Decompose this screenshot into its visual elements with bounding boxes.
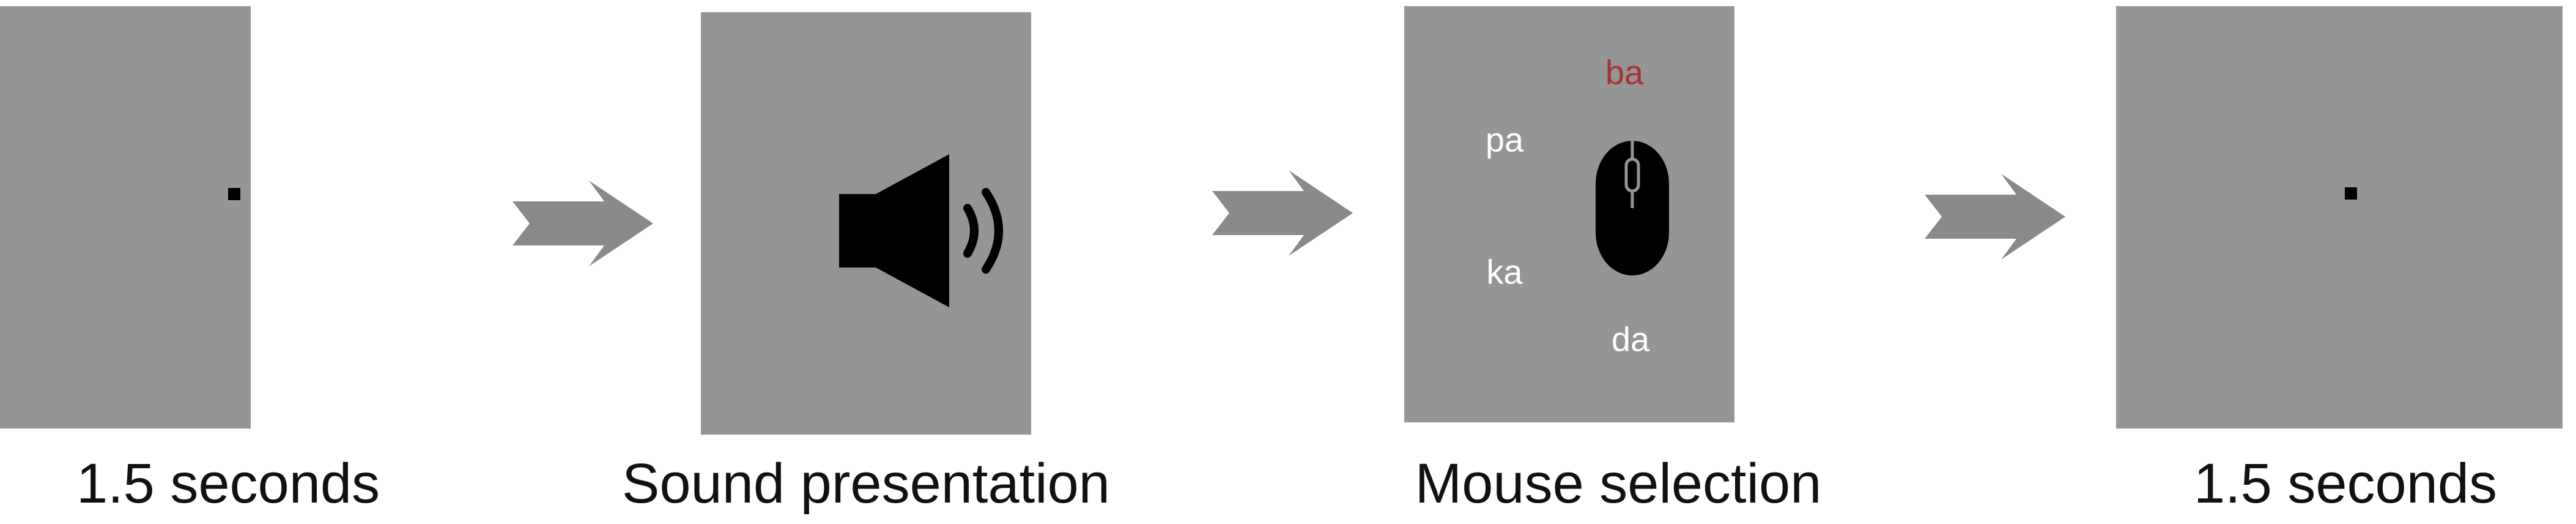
syllable-ka[interactable]: ka [1486, 252, 1523, 291]
speaker-icon [839, 154, 1003, 307]
arrow-right-icon [1925, 174, 2065, 260]
syllable-da[interactable]: da [1611, 320, 1650, 359]
step-caption-1: 1.5 seconds [76, 452, 380, 515]
syllable-pa[interactable]: pa [1485, 120, 1524, 159]
syllable-ba[interactable]: ba [1605, 53, 1644, 92]
fixation-dot [228, 188, 240, 200]
fixation-dot [2345, 187, 2357, 200]
step-caption-3: Mouse selection [1415, 452, 1822, 515]
mouse-icon [1596, 141, 1669, 275]
step-caption-2: Sound presentation [622, 452, 1110, 515]
syllable-ga[interactable]: ga [1756, 120, 1796, 159]
arrow-right-icon [1212, 170, 1353, 256]
arrow-right-icon [513, 181, 653, 266]
fixation-screen-2 [2116, 6, 2563, 429]
syllable-ta[interactable]: ta [1761, 252, 1791, 291]
mouse-selection-screen: ba pa ga ka ta da [1404, 6, 1795, 422]
sound-presentation-screen [701, 12, 1031, 435]
step-caption-4: 1.5 seconds [2193, 452, 2498, 515]
fixation-screen-1 [0, 6, 251, 429]
